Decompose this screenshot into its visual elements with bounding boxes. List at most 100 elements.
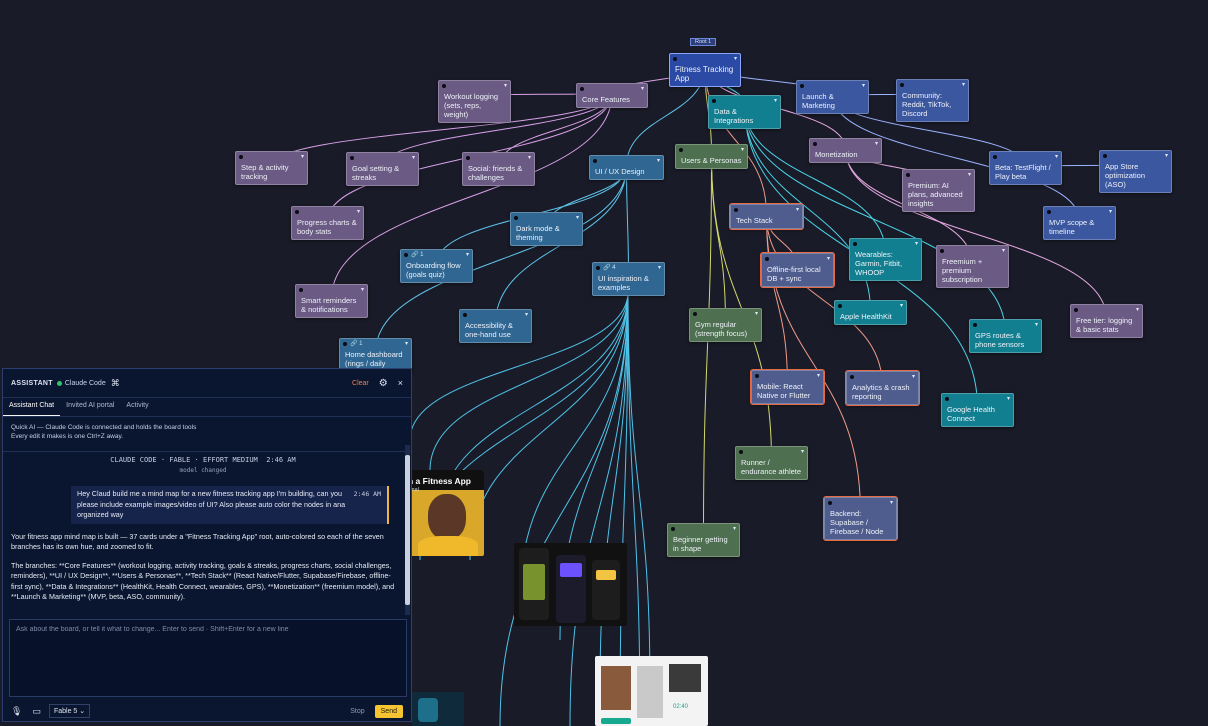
node-access[interactable]: ▾Accessibility & one-hand use	[459, 309, 532, 343]
node-workout[interactable]: ▾Workout logging (sets, reps, weight)	[438, 80, 511, 123]
node-money[interactable]: ▾Monetization	[809, 138, 882, 163]
node-data[interactable]: ▾Data & Integrations	[708, 95, 781, 129]
node-menu-chevron-icon[interactable]: ▾	[773, 98, 777, 104]
node-handle[interactable]	[1074, 308, 1078, 312]
gear-icon[interactable]: ⚙	[378, 377, 388, 389]
node-handle[interactable]	[734, 208, 738, 212]
node-menu-chevron-icon[interactable]: ▾	[732, 526, 736, 532]
chat-scrollbar[interactable]	[405, 445, 410, 615]
node-menu-chevron-icon[interactable]: ▾	[527, 155, 531, 161]
node-dark[interactable]: ▾Dark mode & theming	[510, 212, 583, 246]
node-menu-chevron-icon[interactable]: ▾	[404, 341, 408, 347]
node-runner[interactable]: ▾Runner / endurance athlete	[735, 446, 808, 480]
node-menu-chevron-icon[interactable]: ▾	[733, 56, 737, 62]
node-ghc[interactable]: ▾Google Health Connect	[941, 393, 1014, 427]
node-menu-chevron-icon[interactable]: ▾	[740, 147, 744, 153]
node-menu-chevron-icon[interactable]: ▾	[911, 374, 915, 380]
comment-icon[interactable]: ▭	[32, 705, 41, 716]
node-menu-chevron-icon[interactable]: ▾	[826, 256, 830, 262]
node-root[interactable]: ▾Fitness Tracking App	[669, 53, 741, 87]
chat-transcript[interactable]: CLAUDE CODE · FABLE · EFFORT MEDIUM 2:46…	[3, 445, 403, 615]
node-mobile[interactable]: ▾Mobile: React Native or Flutter	[750, 369, 825, 405]
node-menu-chevron-icon[interactable]: ▾	[1001, 248, 1005, 254]
node-handle[interactable]	[350, 156, 354, 160]
node-handle[interactable]	[514, 216, 518, 220]
node-handle[interactable]	[850, 375, 854, 379]
clear-button[interactable]: Clear	[352, 379, 369, 387]
node-handle[interactable]	[404, 253, 408, 257]
node-ux[interactable]: ▾UI / UX Design	[589, 155, 664, 180]
node-menu-chevron-icon[interactable]: ▾	[657, 265, 661, 271]
node-progress[interactable]: ▾Progress charts & body stats	[291, 206, 364, 240]
node-menu-chevron-icon[interactable]: ▾	[1135, 307, 1139, 313]
node-handle[interactable]	[673, 57, 677, 61]
node-users[interactable]: ▾Users & Personas	[675, 144, 748, 169]
node-menu-chevron-icon[interactable]: ▾	[816, 373, 820, 379]
node-handle[interactable]	[596, 266, 600, 270]
node-offline[interactable]: ▾Offline-first local DB + sync	[760, 252, 835, 288]
node-menu-chevron-icon[interactable]: ▾	[1164, 153, 1168, 159]
tab-assistant-chat[interactable]: Assistant Chat	[3, 398, 61, 416]
node-mvp[interactable]: ▾MVP scope & timeline	[1043, 206, 1116, 240]
node-launch[interactable]: ▾Launch & Marketing	[796, 80, 869, 114]
stop-button[interactable]: Stop	[350, 707, 365, 715]
node-handle[interactable]	[343, 342, 347, 346]
node-menu-chevron-icon[interactable]: ▾	[1054, 154, 1058, 160]
node-handle[interactable]	[693, 312, 697, 316]
node-handle[interactable]	[993, 155, 997, 159]
node-gym[interactable]: ▾Gym regular (strength focus)	[689, 308, 762, 342]
node-menu-chevron-icon[interactable]: ▾	[411, 155, 415, 161]
node-handle[interactable]	[239, 155, 243, 159]
node-menu-chevron-icon[interactable]: ▾	[795, 207, 799, 213]
node-step[interactable]: ▾Step & activity tracking	[235, 151, 308, 185]
node-goal[interactable]: ▾Goal setting & streaks	[346, 152, 419, 186]
node-backend[interactable]: ▾Backend: Supabase / Firebase / Node	[823, 496, 898, 541]
send-button[interactable]: Send	[374, 704, 403, 718]
node-menu-chevron-icon[interactable]: ▾	[656, 158, 660, 164]
node-handle[interactable]	[739, 450, 743, 454]
node-reminders[interactable]: ▾Smart reminders & notifications	[295, 284, 368, 318]
node-handle[interactable]	[299, 288, 303, 292]
node-menu-chevron-icon[interactable]: ▾	[360, 287, 364, 293]
node-menu-chevron-icon[interactable]: ▾	[1006, 396, 1010, 402]
ui-example-dark-phones[interactable]	[514, 543, 627, 626]
node-freetier[interactable]: ▾Free tier: logging & basic stats	[1070, 304, 1143, 338]
node-menu-chevron-icon[interactable]: ▾	[961, 82, 965, 88]
node-menu-chevron-icon[interactable]: ▾	[575, 215, 579, 221]
node-handle[interactable]	[442, 84, 446, 88]
node-analytics[interactable]: ▾Analytics & crash reporting	[845, 370, 920, 406]
node-handle[interactable]	[813, 142, 817, 146]
node-handle[interactable]	[853, 242, 857, 246]
node-gps[interactable]: ▾GPS routes & phone sensors	[969, 319, 1042, 353]
node-menu-chevron-icon[interactable]: ▾	[889, 500, 893, 506]
node-handle[interactable]	[900, 83, 904, 87]
node-tech[interactable]: ▾Tech Stack	[729, 203, 804, 230]
node-handle[interactable]	[671, 527, 675, 531]
node-handle[interactable]	[906, 173, 910, 177]
node-freemium[interactable]: ▾Freemium + premium subscription	[936, 245, 1009, 288]
node-handle[interactable]	[712, 99, 716, 103]
node-handle[interactable]	[755, 374, 759, 378]
node-aso[interactable]: ▾App Store optimization (ASO)	[1099, 150, 1172, 193]
node-menu-chevron-icon[interactable]: ▾	[967, 172, 971, 178]
tab-activity[interactable]: Activity	[126, 402, 149, 409]
node-social[interactable]: ▾Social: friends & challenges	[462, 152, 535, 186]
node-menu-chevron-icon[interactable]: ▾	[754, 311, 758, 317]
node-menu-chevron-icon[interactable]: ▾	[300, 154, 304, 160]
node-handle[interactable]	[940, 249, 944, 253]
node-handle[interactable]	[679, 148, 683, 152]
node-handle[interactable]	[765, 257, 769, 261]
node-handle[interactable]	[973, 323, 977, 327]
model-select[interactable]: Fable 5 ⌄	[48, 704, 91, 718]
node-handle[interactable]	[800, 84, 804, 88]
node-menu-chevron-icon[interactable]: ▾	[914, 241, 918, 247]
node-handle[interactable]	[828, 501, 832, 505]
video-thumbnail[interactable]: n a Fitness App mal	[408, 470, 484, 556]
tab-invited-ai-portal[interactable]: Invited AI portal	[66, 402, 115, 409]
ui-example-partial[interactable]	[412, 692, 464, 726]
node-premium[interactable]: ▾Premium: AI plans, advanced insights	[902, 169, 975, 212]
node-menu-chevron-icon[interactable]: ▾	[465, 252, 469, 258]
